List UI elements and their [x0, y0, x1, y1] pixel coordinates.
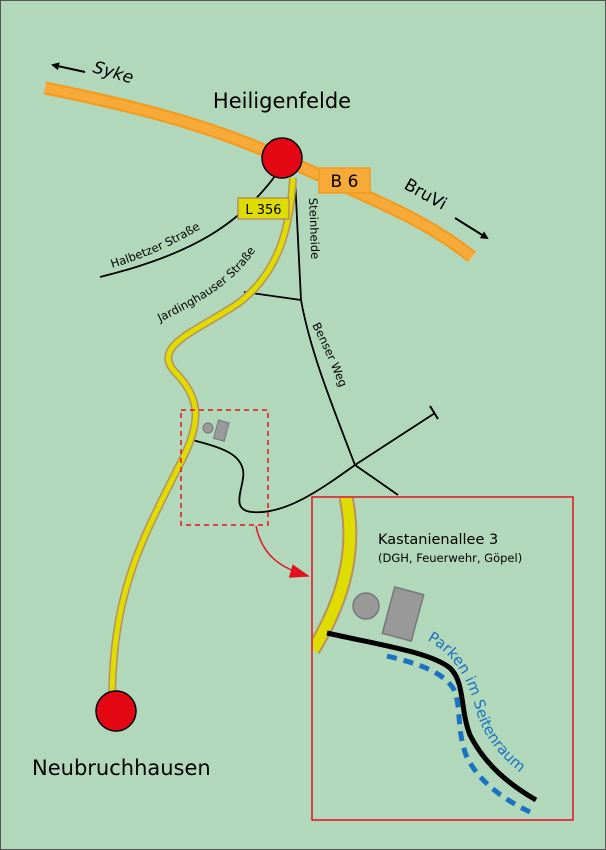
town-label-neubruchhausen: Neubruchhausen	[32, 756, 211, 780]
arrow-east-icon	[454, 217, 489, 240]
parking-strip	[386, 653, 532, 815]
arrow-west-icon	[51, 62, 86, 73]
building-dgh	[381, 586, 425, 642]
zoom-arrow-icon	[255, 525, 310, 578]
halbetzer-road	[99, 171, 279, 278]
building-round-small	[202, 422, 214, 434]
kastanienallee-road	[191, 412, 436, 514]
road-end-bar	[429, 405, 439, 420]
svg-text:B 6: B 6	[331, 172, 359, 192]
town-label-heiligenfelde: Heiligenfelde	[213, 89, 351, 113]
inset-title: Kastanienallee 3	[378, 532, 498, 548]
street-label-steinheide: Steinheide	[306, 198, 322, 260]
inset-subtitle: (DGH, Feuerwehr, Göpel)	[378, 551, 522, 565]
town-marker-neubruchhausen	[95, 690, 137, 732]
inset-road	[326, 630, 538, 803]
steinheide-road	[294, 177, 399, 496]
state-road-l356	[108, 177, 297, 706]
svg-text:L 356: L 356	[245, 203, 281, 218]
road-sign-l356: L 356	[237, 197, 290, 220]
road-sign-b6: B 6	[318, 167, 371, 194]
town-marker-heiligenfelde	[261, 137, 303, 179]
building-rect-small	[212, 419, 230, 442]
focus-area-box	[180, 409, 269, 526]
building-goepel	[352, 592, 380, 620]
inset-detail-map: Kastanienallee 3 (DGH, Feuerwehr, Göpel)…	[311, 496, 574, 821]
